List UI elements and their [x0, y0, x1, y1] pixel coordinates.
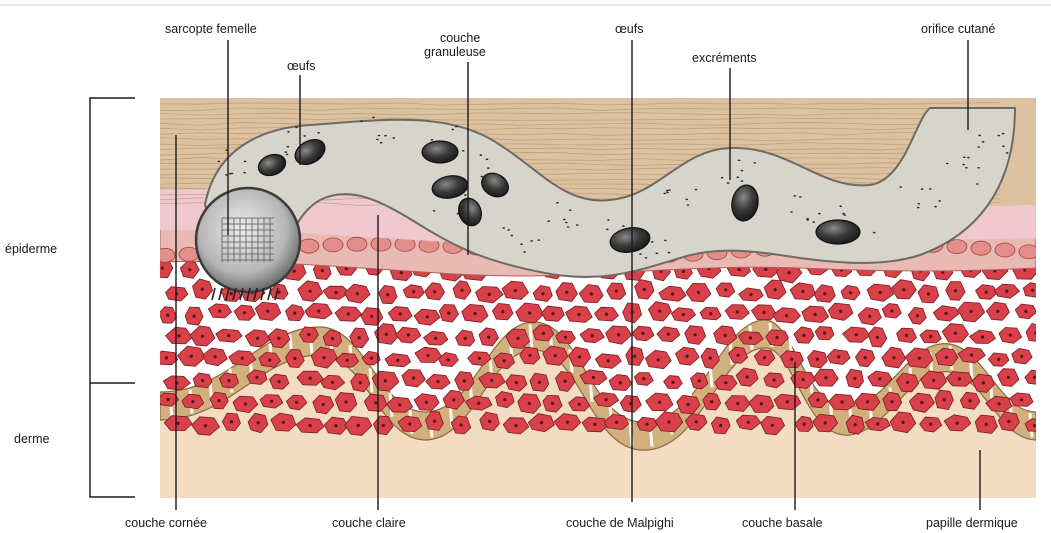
label-couche-basale: couche basale: [742, 516, 823, 530]
label-derme: derme: [14, 432, 49, 446]
label-couche-cornee: couche cornée: [125, 516, 207, 530]
label-sarcopte-femelle: sarcopte femelle: [165, 22, 257, 36]
label-orifice-cutane: orifice cutané: [921, 22, 995, 36]
label-excrements: excréments: [692, 51, 757, 65]
derme-bracket: [90, 383, 135, 497]
epiderme-bracket: [90, 98, 135, 383]
label-papille-dermique: papille dermique: [926, 516, 1018, 530]
label-oeufs-right: œufs: [615, 22, 643, 36]
label-epiderme: épiderme: [5, 242, 57, 256]
label-couche-claire: couche claire: [332, 516, 406, 530]
label-couche-malpighi: couche de Malpighi: [566, 516, 674, 530]
label-oeufs-left: œufs: [287, 59, 315, 73]
label-couche-granuleuse-1: couche: [440, 31, 480, 45]
label-couche-granuleuse-2: granuleuse: [424, 45, 486, 59]
